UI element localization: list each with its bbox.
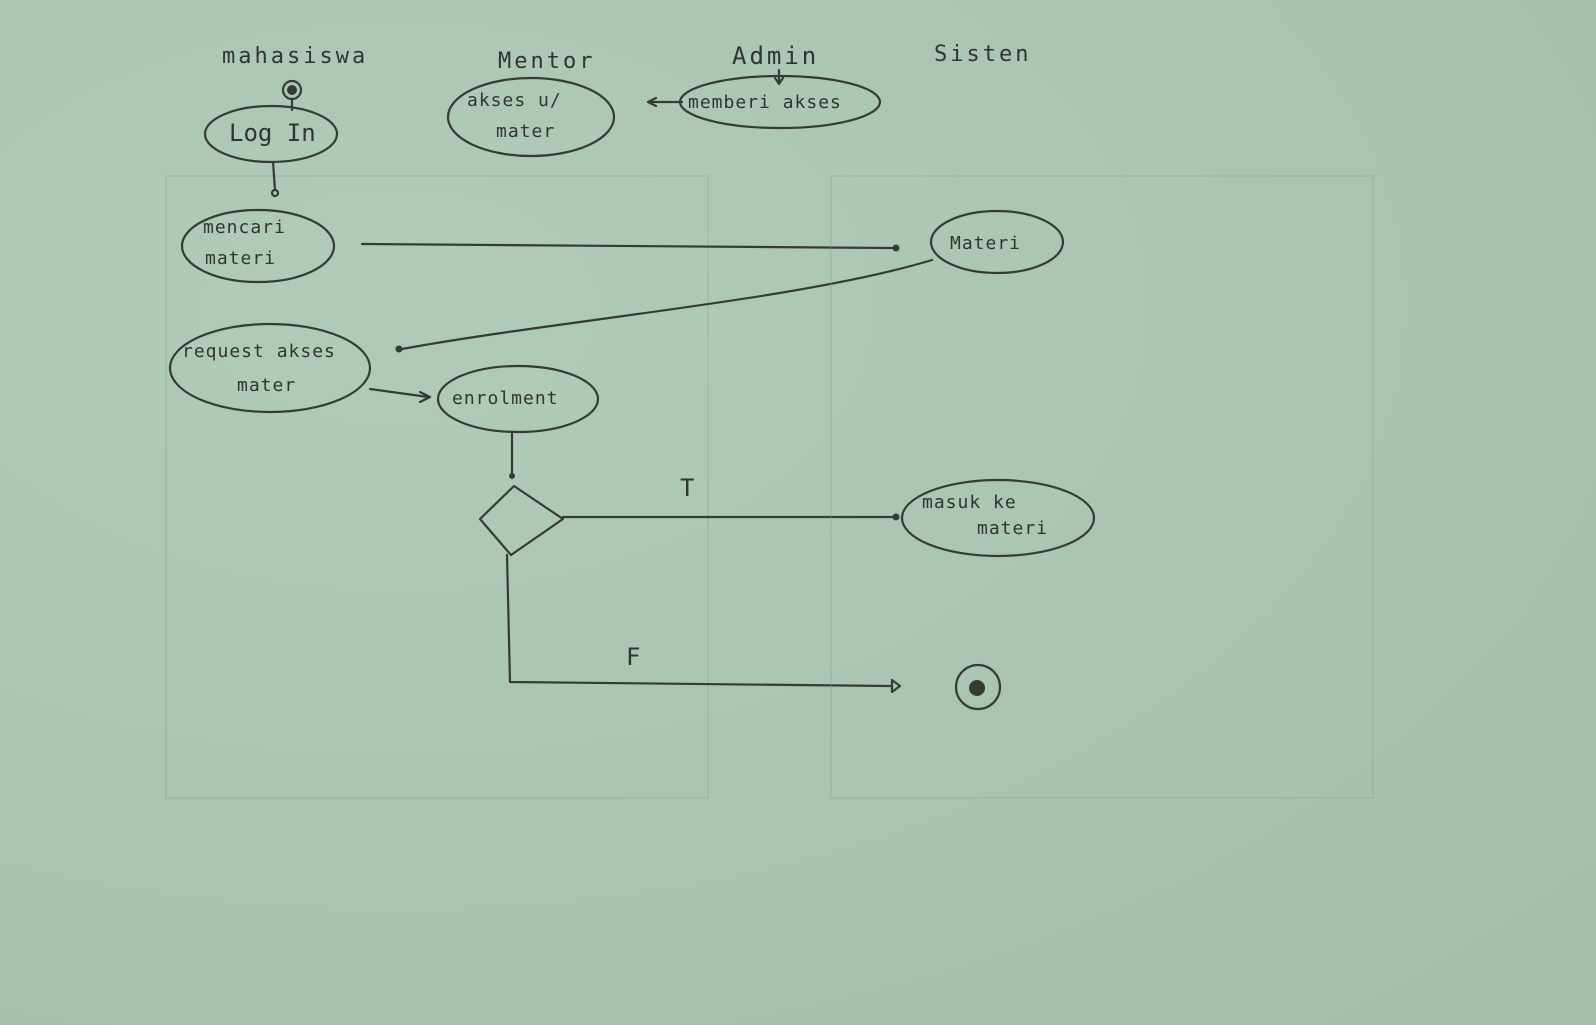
node-enrollment-label: enrolment	[452, 388, 559, 409]
node-akses-materi: akses u/ mater	[446, 76, 616, 158]
end-node	[954, 663, 1002, 711]
node-request-label-1: request akses	[182, 341, 336, 362]
node-enrollment: enrolment	[436, 364, 600, 434]
arrowhead	[892, 513, 900, 521]
lane-mentor: Mentor	[498, 49, 595, 74]
arrowhead	[890, 678, 902, 694]
lane-admin: Admin	[732, 42, 819, 70]
node-request-label-2: mater	[237, 375, 296, 396]
arrowhead	[418, 390, 432, 404]
node-login: Log In	[203, 104, 339, 164]
start-node	[281, 79, 303, 101]
node-akses-label-2: mater	[496, 121, 555, 142]
arrowhead	[773, 76, 785, 86]
edge-login-mencari	[271, 160, 277, 192]
arrowhead	[395, 345, 403, 353]
arrowhead	[509, 473, 515, 479]
edge-true-label: T	[680, 474, 694, 502]
node-masuk-label-2: materi	[977, 518, 1048, 539]
lane-mahasiswa: mahasiswa	[222, 44, 368, 69]
node-mencari-materi: mencari materi	[180, 208, 336, 284]
edge-false-label: F	[626, 643, 640, 671]
node-masuk-materi: masuk ke materi	[900, 478, 1096, 558]
node-login-label: Log In	[229, 119, 316, 147]
node-request-akses: request akses mater	[168, 322, 372, 414]
node-mencari-label-2: materi	[205, 248, 276, 269]
node-masuk-label-1: masuk ke	[922, 492, 1017, 513]
node-materi-label: Materi	[950, 233, 1021, 254]
lane-sistem: Sisten	[934, 42, 1031, 67]
edge-request-enrollment	[368, 387, 430, 399]
edge-mencari-materi	[360, 242, 894, 250]
node-memberi-label: memberi akses	[688, 92, 842, 113]
arrowhead	[892, 244, 900, 252]
edge-false	[505, 553, 892, 688]
decision-node	[478, 484, 565, 557]
edge-materi-request	[400, 258, 934, 351]
arrowhead	[646, 96, 658, 108]
node-akses-label-1: akses u/	[467, 90, 562, 111]
node-materi: Materi	[929, 209, 1065, 275]
arrow-dot	[270, 188, 280, 198]
node-mencari-label-1: mencari	[203, 217, 286, 238]
